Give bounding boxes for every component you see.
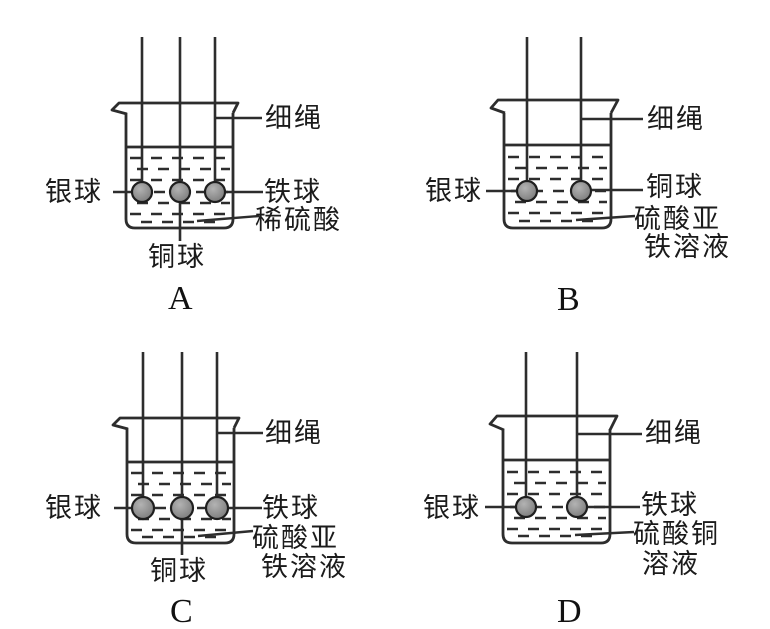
beaker-rim (488, 414, 619, 432)
iron-ball (204, 495, 230, 521)
liquid-dashes (508, 155, 607, 223)
beaker-outline (110, 101, 240, 230)
beaker-rim (110, 101, 240, 116)
beaker-rim (111, 416, 241, 431)
caption-c: C (170, 593, 193, 629)
beaker-drawing-b (486, 37, 643, 230)
copper-ball (168, 180, 192, 204)
silver-ball (130, 180, 154, 204)
metal-balls (514, 495, 589, 519)
label-silver-ball: 银球 (425, 176, 483, 206)
label-leader-lines (485, 432, 642, 537)
silver-ball (130, 495, 156, 521)
hanging-strings (141, 352, 219, 555)
diagram-b: 细绳 银球 铜球 硫酸亚 铁溶液 B (385, 0, 770, 318)
beaker-outline (488, 414, 619, 545)
label-thin-string: 细绳 (265, 418, 323, 448)
solution-leader (197, 529, 254, 538)
label-copper-ball: 铜球 (148, 242, 206, 272)
label-leader-lines (113, 116, 263, 223)
label-solution: 稀硫酸 (255, 205, 342, 235)
hanging-strings (524, 352, 579, 505)
solution-leader (196, 214, 260, 223)
liquid-dashes (507, 470, 606, 538)
label-copper-ball: 铜球 (646, 172, 704, 202)
diagram-d: 细绳 银球 铁球 硫酸铜 溶液 D (385, 315, 770, 629)
label-silver-ball: 银球 (45, 493, 103, 523)
diagram-c: 细绳 银球 铁球 硫酸亚 铁溶液 铜球 C (0, 315, 385, 629)
label-thin-string: 细绳 (645, 418, 703, 448)
label-thin-string: 细绳 (647, 104, 705, 134)
label-leader-lines (486, 117, 643, 222)
silver-ball (514, 495, 538, 519)
beaker-body (125, 428, 236, 545)
caption-d: D (557, 593, 582, 629)
beaker-drawing-c (111, 352, 263, 555)
label-copper-ball: 铜球 (150, 556, 208, 586)
diagram-a: 细绳 银球 铁球 稀硫酸 铜球 A (0, 0, 385, 317)
label-solution-line2: 溶液 (642, 549, 700, 579)
iron-ball (565, 495, 589, 519)
copper-ball (569, 179, 593, 203)
caption-b: B (557, 281, 580, 318)
beaker-rim (489, 98, 620, 115)
solution-leader (574, 530, 635, 537)
label-leader-lines (114, 431, 263, 538)
label-solution-line1: 硫酸亚 (252, 523, 339, 553)
solution-leader (575, 214, 636, 222)
silver-ball (515, 179, 539, 203)
label-solution-line2: 铁溶液 (261, 552, 348, 582)
label-silver-ball: 银球 (423, 493, 481, 523)
beaker-body (502, 113, 613, 230)
beaker-outline (489, 98, 620, 230)
label-iron-ball: 铁球 (641, 490, 699, 520)
label-solution-line2: 铁溶液 (644, 232, 731, 262)
beaker-outline (111, 416, 241, 545)
label-iron-ball: 铁球 (264, 177, 322, 207)
hanging-strings (525, 37, 583, 189)
metal-balls (130, 180, 227, 204)
label-silver-ball: 银球 (45, 177, 103, 207)
hanging-strings (140, 37, 217, 241)
copper-ball (169, 495, 195, 521)
label-solution-line1: 硫酸铜 (633, 519, 720, 549)
beaker-drawing-a (110, 37, 263, 241)
beaker-body (124, 113, 235, 230)
label-thin-string: 细绳 (265, 103, 323, 133)
beaker-drawing-d (485, 352, 642, 545)
iron-ball (203, 180, 227, 204)
label-iron-ball: 铁球 (262, 493, 320, 523)
metal-balls (130, 495, 230, 521)
label-solution-line1: 硫酸亚 (634, 204, 721, 234)
caption-a: A (168, 280, 193, 317)
beaker-body (501, 429, 612, 545)
metal-balls (515, 179, 593, 203)
